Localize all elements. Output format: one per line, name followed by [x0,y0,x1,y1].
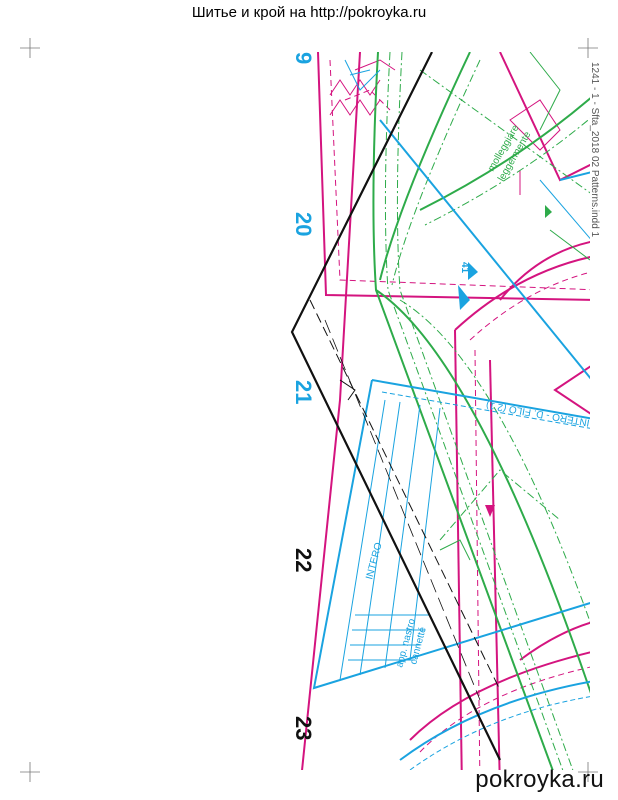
cyan-pattern-lines [312,119,590,761]
magenta-detail-lines [329,59,561,195]
crop-marks [20,38,598,782]
page-number-22: 22 [291,548,316,572]
page-number-23: 23 [291,716,316,740]
label-piece-mark: 41 [459,262,470,274]
label-side-code: 1241 - 1 - Sfta_2018 02 Patterns.indd 1 [589,62,600,238]
watermark-footer: pokroyka.ru [475,766,604,793]
cyan-notch-marker-2 [468,262,478,280]
cyan-notch-marker [458,285,470,310]
page-number-20: 20 [291,212,316,236]
grain-arrow-magenta [485,505,495,517]
cyan-dashed-lines [381,391,590,770]
green-dashed-lines [384,52,590,770]
magenta-pattern-lines [301,52,590,770]
black-cutting-lines [290,52,501,761]
page-number-21: 21 [291,380,316,404]
label-intero: INTERO [364,541,384,581]
grain-arrow-green [545,205,552,218]
page-number-partial: 9 [291,52,316,64]
green-detail-lines [439,52,590,561]
cyan-hatch-lines [339,59,590,681]
page-header-title: Шитье и крой на http://pokroyka.ru [191,4,427,21]
